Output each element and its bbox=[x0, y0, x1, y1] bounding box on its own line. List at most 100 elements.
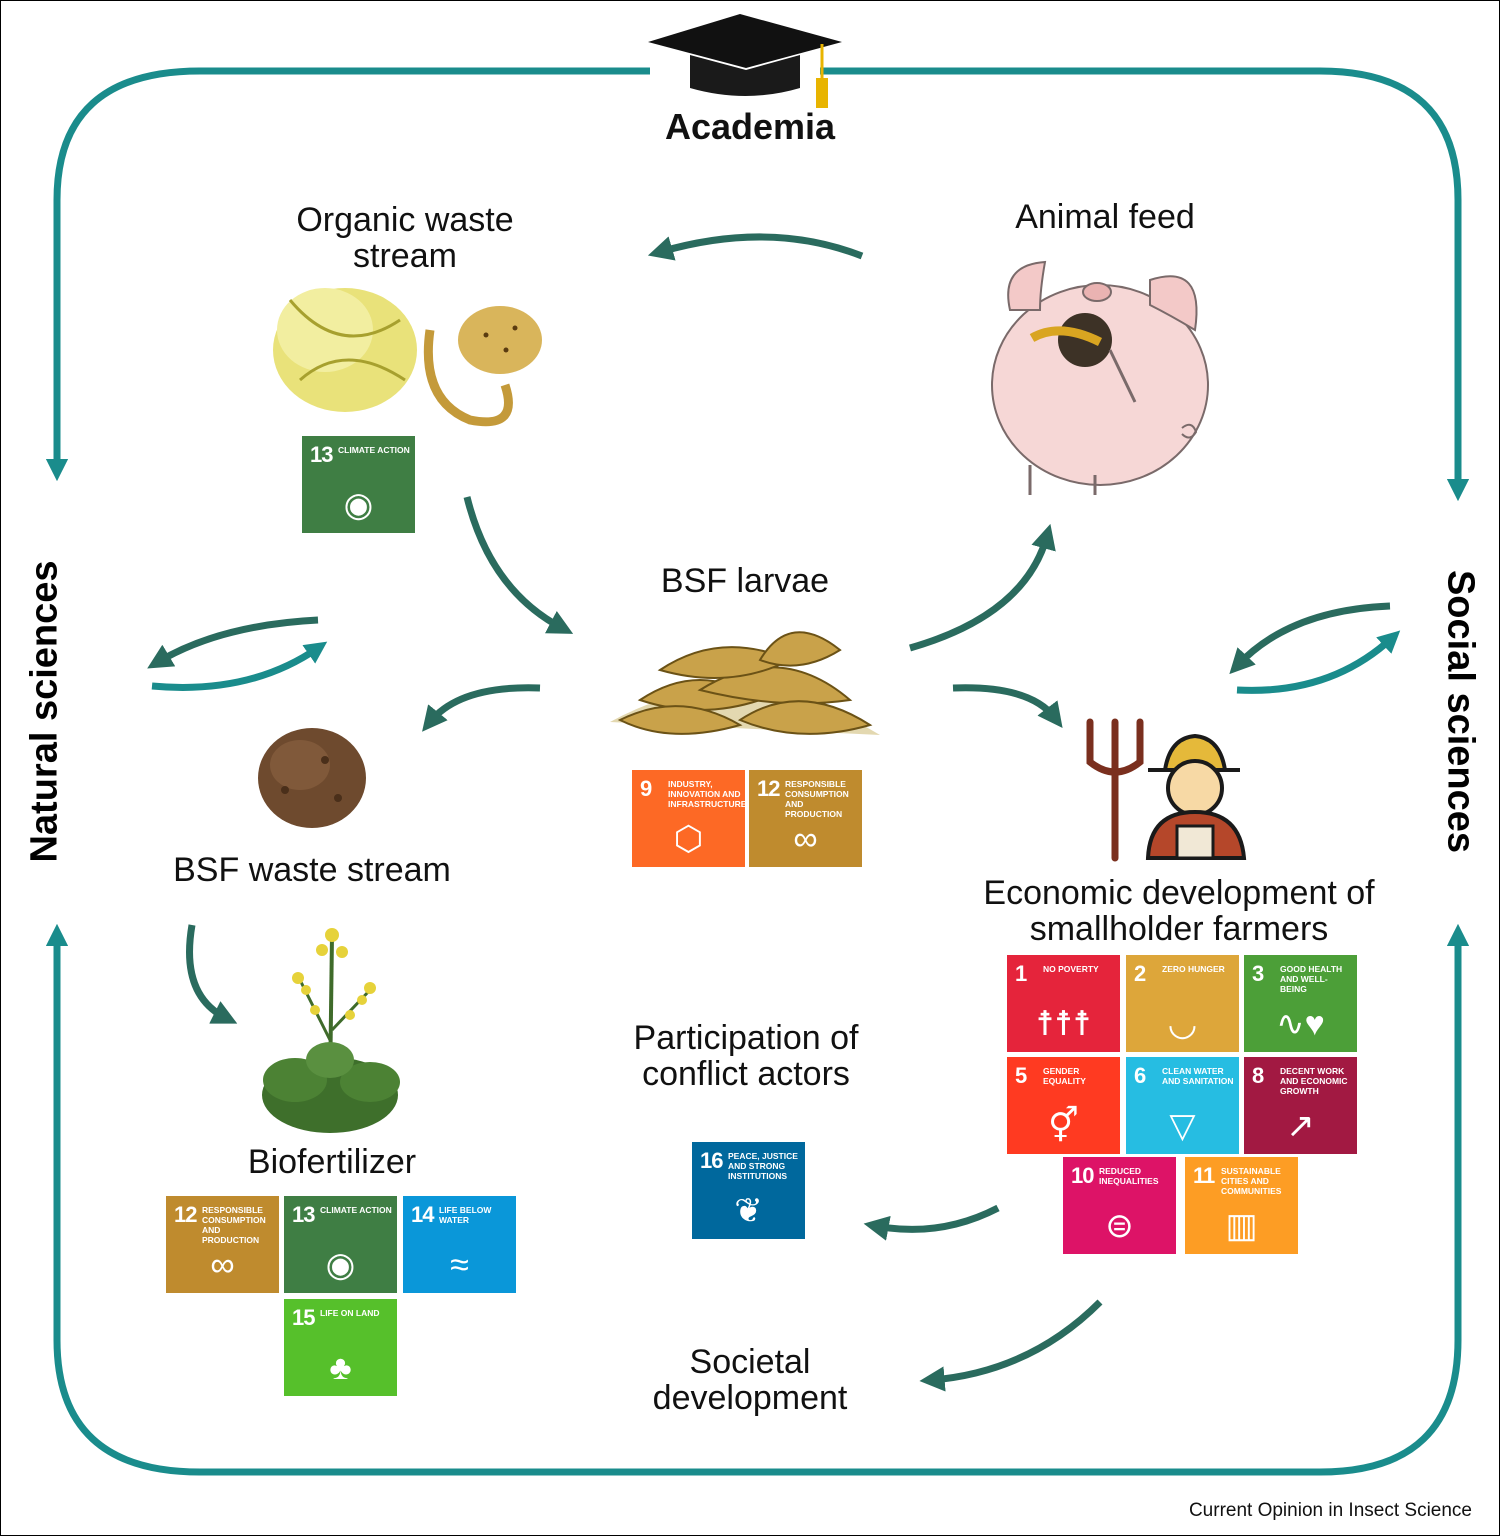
right-exchange-arrow-in bbox=[1236, 630, 1401, 694]
sdg-title: Zero hunger bbox=[1162, 964, 1225, 974]
sdg-number: 11 bbox=[1193, 1163, 1215, 1188]
sdg6-tile: 6 Clean water and sanitation ▽ bbox=[1126, 1057, 1239, 1154]
academia-label: Academia bbox=[664, 106, 836, 147]
sdg-number: 8 bbox=[1252, 1063, 1264, 1088]
eye-globe-icon: ◉ bbox=[343, 486, 374, 524]
bsf-waste-pile-illustration bbox=[258, 728, 366, 828]
outer-loop-bottom-left bbox=[45, 923, 750, 1476]
biofertilizer-plant-illustration bbox=[262, 928, 400, 1133]
right-exchange-arrow-out bbox=[1229, 602, 1391, 675]
sdg16-tile: 16Peace, justice and strong institutions… bbox=[692, 1142, 805, 1239]
arrow-farmers-to-societal bbox=[919, 1299, 1103, 1392]
sdg-number: 5 bbox=[1015, 1063, 1027, 1088]
sdg-number: 1 bbox=[1015, 961, 1027, 986]
sdg-number: 9 bbox=[640, 776, 652, 801]
sdg-number: 13 bbox=[292, 1202, 316, 1227]
arrow-waste-to-larvae bbox=[463, 496, 574, 634]
sdg8-tile: 8 Decent work and economic growth ↗ bbox=[1244, 1057, 1357, 1154]
social-sciences-label: Social sciences bbox=[1439, 569, 1482, 854]
sdg-title: Responsible consumption and production bbox=[785, 779, 849, 819]
animal-feed-label: Animal feed bbox=[1015, 198, 1195, 236]
sdg-number: 12 bbox=[174, 1202, 198, 1227]
infinity-icon: ∞ bbox=[793, 820, 818, 858]
infinity-icon: ∞ bbox=[210, 1246, 235, 1284]
sdg-number: 10 bbox=[1071, 1163, 1095, 1188]
sdg12-tile: 12Responsible consumption and production… bbox=[749, 770, 862, 867]
sdg15-tile: 15 Life on land ♣ bbox=[284, 1299, 397, 1396]
sdg-number: 6 bbox=[1134, 1063, 1146, 1088]
eye-globe-icon: ◉ bbox=[325, 1246, 356, 1284]
arrow-feed-to-waste bbox=[647, 233, 864, 261]
sdg2-tile: 2 Zero hunger ◡ bbox=[1126, 955, 1239, 1052]
organic-waste-illustration bbox=[273, 288, 542, 427]
sdg-title: Peace, justice and strong institutions bbox=[728, 1151, 798, 1181]
sdg-title: Reduced inequalities bbox=[1099, 1166, 1159, 1186]
sdg-title: Sustainable cities and communities bbox=[1221, 1166, 1282, 1196]
outer-loop-bottom-right bbox=[750, 923, 1470, 1476]
pig-illustration bbox=[991, 260, 1209, 495]
sdg-number: 2 bbox=[1134, 961, 1146, 986]
sdg-number: 16 bbox=[700, 1148, 724, 1173]
bsf-larvae-illustration bbox=[610, 631, 880, 735]
graduation-cap-icon bbox=[648, 14, 842, 108]
heartbeat-icon: ∿♥ bbox=[1276, 1005, 1325, 1043]
sdg-number: 14 bbox=[411, 1202, 435, 1227]
sdg1-tile: 1 No poverty ☨☨☨ bbox=[1007, 955, 1120, 1052]
sdg5-tile: 5 Gender equality ⚥ bbox=[1007, 1057, 1120, 1154]
farmer-icon bbox=[1086, 718, 1247, 862]
bsf-waste-label: BSF waste stream bbox=[173, 851, 451, 889]
people-icon: ☨☨☨ bbox=[1035, 1005, 1092, 1043]
gender-icon: ⚥ bbox=[1048, 1107, 1079, 1145]
cubes-icon: ⬡ bbox=[673, 820, 704, 858]
bowl-icon: ◡ bbox=[1167, 1005, 1198, 1043]
participation-label: Participation of conflict actors bbox=[633, 1019, 859, 1093]
sdg13-tile: 13 Climate action ◉ bbox=[302, 436, 415, 533]
arrow-larvae-to-bsf-waste bbox=[422, 684, 541, 732]
city-icon: ▥ bbox=[1225, 1207, 1258, 1245]
left-exchange-arrow-out bbox=[147, 616, 319, 669]
sdg-number: 15 bbox=[292, 1305, 316, 1330]
dove-icon: ❦ bbox=[734, 1192, 763, 1230]
arrow-larvae-to-farmers bbox=[952, 684, 1063, 729]
sdg11-tile: 11Sustainable cities and communities ▥ bbox=[1185, 1157, 1298, 1254]
societal-development-label: Societal development bbox=[652, 1343, 848, 1417]
bsf-larvae-label: BSF larvae bbox=[660, 562, 830, 600]
organic-waste-label: Organic waste stream bbox=[296, 201, 514, 275]
sdg-title: Decent work and economic growth bbox=[1280, 1066, 1348, 1096]
sdg10-tile: 10Reduced inequalities ⊜ bbox=[1063, 1157, 1176, 1254]
sdg14-tile: 14Life below water ≈ bbox=[403, 1196, 516, 1293]
biofertilizer-label: Biofertilizer bbox=[247, 1143, 417, 1181]
sdg-title: Gender equality bbox=[1043, 1066, 1086, 1086]
outer-loop-top-left bbox=[45, 67, 650, 482]
sdg-title: Life on land bbox=[320, 1308, 380, 1318]
arrow-bsf-waste-to-biofertilizer bbox=[186, 924, 238, 1024]
equals-icon: ⊜ bbox=[1105, 1207, 1134, 1245]
sdg-title: Industry, innovation and infrastructure bbox=[668, 779, 745, 809]
sdg13-tile: 13 Climate action ◉ bbox=[284, 1196, 397, 1293]
fish-icon: ≈ bbox=[450, 1246, 469, 1284]
sdg-number: 3 bbox=[1252, 961, 1264, 986]
sdg-title: Clean water and sanitation bbox=[1162, 1066, 1234, 1086]
sdg12-tile: 12Responsible consumption and production… bbox=[166, 1196, 279, 1293]
growth-chart-icon: ↗ bbox=[1286, 1107, 1315, 1145]
sdg-title: Climate action bbox=[320, 1205, 392, 1215]
sdg3-tile: 3 Good health and well-being ∿♥ bbox=[1244, 955, 1357, 1052]
sdg-title: Good health and well-being bbox=[1280, 964, 1343, 994]
natural-sciences-label: Natural sciences bbox=[23, 560, 66, 863]
sdg-title: No poverty bbox=[1043, 964, 1099, 974]
sdg-number: 13 bbox=[310, 442, 334, 467]
sdg-title: Responsible consumption and production bbox=[202, 1205, 266, 1245]
journal-credit: Current Opinion in Insect Science bbox=[1188, 1500, 1472, 1521]
left-exchange-arrow-in bbox=[151, 641, 328, 691]
arrow-farmers-to-participation bbox=[863, 1204, 1000, 1241]
tree-icon: ♣ bbox=[329, 1349, 352, 1387]
outer-loop-top-right bbox=[820, 67, 1470, 502]
sdg-title: Life below water bbox=[439, 1205, 492, 1225]
sdg-number: 12 bbox=[757, 776, 781, 801]
economic-development-label: Economic development of smallholder farm… bbox=[983, 874, 1375, 948]
arrow-larvae-to-feed bbox=[909, 523, 1056, 652]
sdg-title: Climate action bbox=[338, 445, 410, 455]
sdg9-tile: 9 Industry, innovation and infrastructure… bbox=[632, 770, 745, 867]
water-drop-icon: ▽ bbox=[1169, 1107, 1196, 1145]
